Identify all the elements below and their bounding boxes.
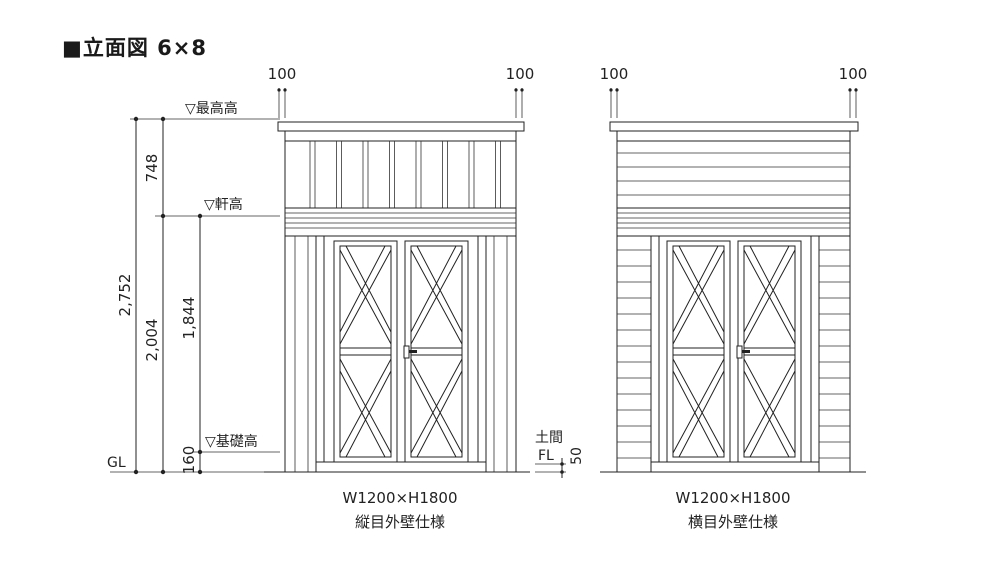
floor-offset-marks (535, 458, 566, 478)
right-spec-caption: 横目外壁仕様 (688, 513, 778, 531)
overhang-right-2: 100 (839, 65, 868, 83)
level-top-label: ▽最高高 (185, 100, 238, 117)
left-spec-caption: 縦目外壁仕様 (355, 513, 445, 531)
page-title: ■立面図 6×8 (62, 36, 207, 60)
overhang-right-1: 100 (506, 65, 535, 83)
level-gl-label: GL (107, 455, 126, 471)
dim-upper: 748 (143, 154, 161, 183)
dim-base: 160 (180, 446, 198, 475)
dim-lower: 2,004 (143, 319, 161, 362)
dimension-lines (110, 116, 280, 475)
level-foundation-label: ▽基礎高 (205, 433, 258, 450)
left-size-caption: W1200×H1800 (342, 489, 457, 507)
left-elevation (264, 88, 530, 473)
right-size-caption: W1200×H1800 (675, 489, 790, 507)
fl-label: FL (538, 448, 554, 464)
dim-wall: 1,844 (180, 297, 198, 340)
level-eave-label: ▽軒高 (204, 196, 243, 213)
overhang-left-2: 100 (600, 65, 629, 83)
right-elevation (600, 88, 866, 473)
dim-total: 2,752 (116, 274, 134, 317)
dim-floor-offset: 50 (569, 447, 585, 465)
doma-label: 土間 (535, 430, 563, 446)
overhang-left-1: 100 (268, 65, 297, 83)
